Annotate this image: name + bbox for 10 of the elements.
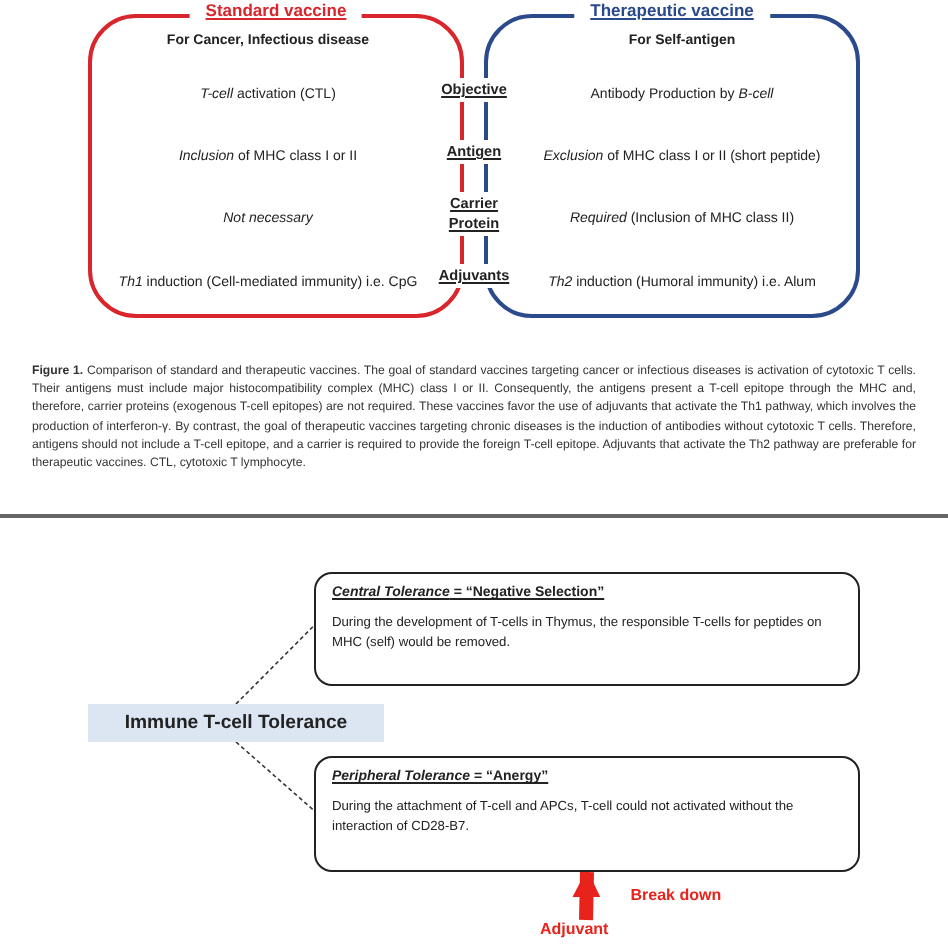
panel-title: Therapeutic vaccine: [574, 0, 770, 20]
cause-label: Adjuvant: [540, 920, 609, 938]
panel-title: Standard vaccine: [189, 0, 363, 20]
info-card: [314, 756, 860, 872]
block-arrow: [572, 869, 601, 921]
edge-label: Break down: [626, 886, 726, 904]
info-card: [314, 572, 860, 686]
dashed-connector: [235, 624, 315, 705]
dashed-connector: [235, 741, 315, 812]
concept-label: Immune T-cell Tolerance: [88, 704, 384, 742]
